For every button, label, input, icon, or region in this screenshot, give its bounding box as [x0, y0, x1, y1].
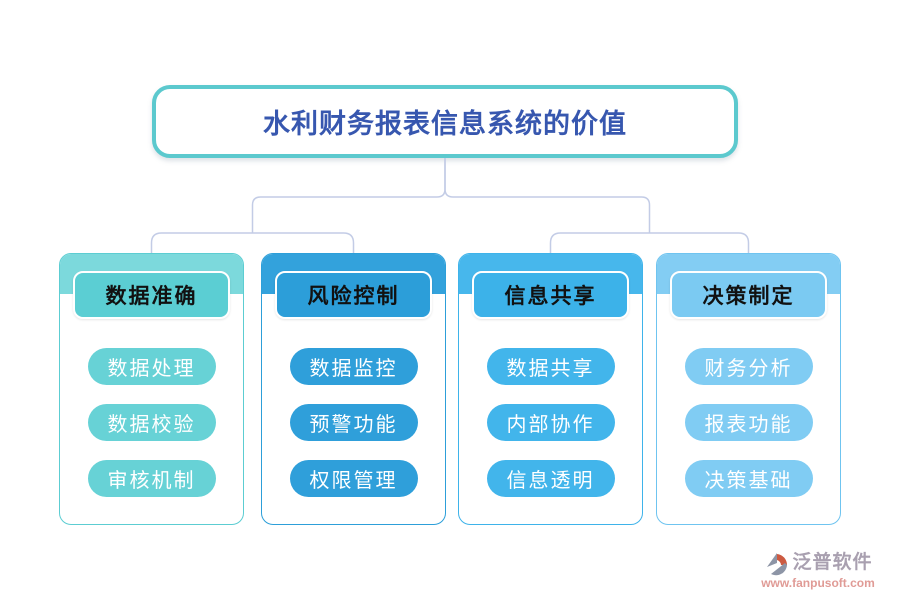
watermark: 泛普软件 www.fanpusoft.com [748, 551, 888, 590]
connector-branch-left [251, 158, 446, 233]
connector-bracket-right [549, 232, 750, 253]
branch-item-pill: 信息透明 [486, 460, 615, 497]
branch-item-pill: 数据共享 [486, 348, 615, 385]
branch-column-risk-control: 风险控制 数据监控 预警功能 权限管理 [261, 253, 446, 525]
branch-column-decision-making: 决策制定 财务分析 报表功能 决策基础 [656, 253, 841, 525]
branch-item-pill: 决策基础 [684, 460, 813, 497]
watermark-url: www.fanpusoft.com [761, 575, 875, 590]
branch-column-data-accuracy: 数据准确 数据处理 数据校验 审核机制 [59, 253, 244, 525]
branch-header: 信息共享 [472, 271, 629, 319]
page-title: 水利财务报表信息系统的价值 [263, 109, 627, 139]
branch-item-pill: 报表功能 [684, 404, 813, 441]
branch-item-pill: 内部协作 [486, 404, 615, 441]
branch-item-pill: 财务分析 [684, 348, 813, 385]
diagram-title-box: 水利财务报表信息系统的价值 [152, 85, 738, 158]
branch-item-pill: 数据处理 [87, 348, 216, 385]
branch-item-pill: 数据监控 [289, 348, 418, 385]
connector-branch-right [444, 158, 651, 233]
branch-column-info-sharing: 信息共享 数据共享 内部协作 信息透明 [458, 253, 643, 525]
connector-bracket-left [150, 232, 355, 253]
branch-item-pill: 数据校验 [87, 404, 216, 441]
branch-item-pill: 权限管理 [289, 460, 418, 497]
branch-item-pill: 审核机制 [87, 460, 216, 497]
branch-item-pill: 预警功能 [289, 404, 418, 441]
watermark-brand-name: 泛普软件 [792, 552, 873, 574]
branch-header: 决策制定 [670, 271, 827, 319]
branch-header: 数据准确 [73, 271, 230, 319]
fanpu-logo-icon [767, 552, 788, 576]
branch-header: 风险控制 [275, 271, 432, 319]
